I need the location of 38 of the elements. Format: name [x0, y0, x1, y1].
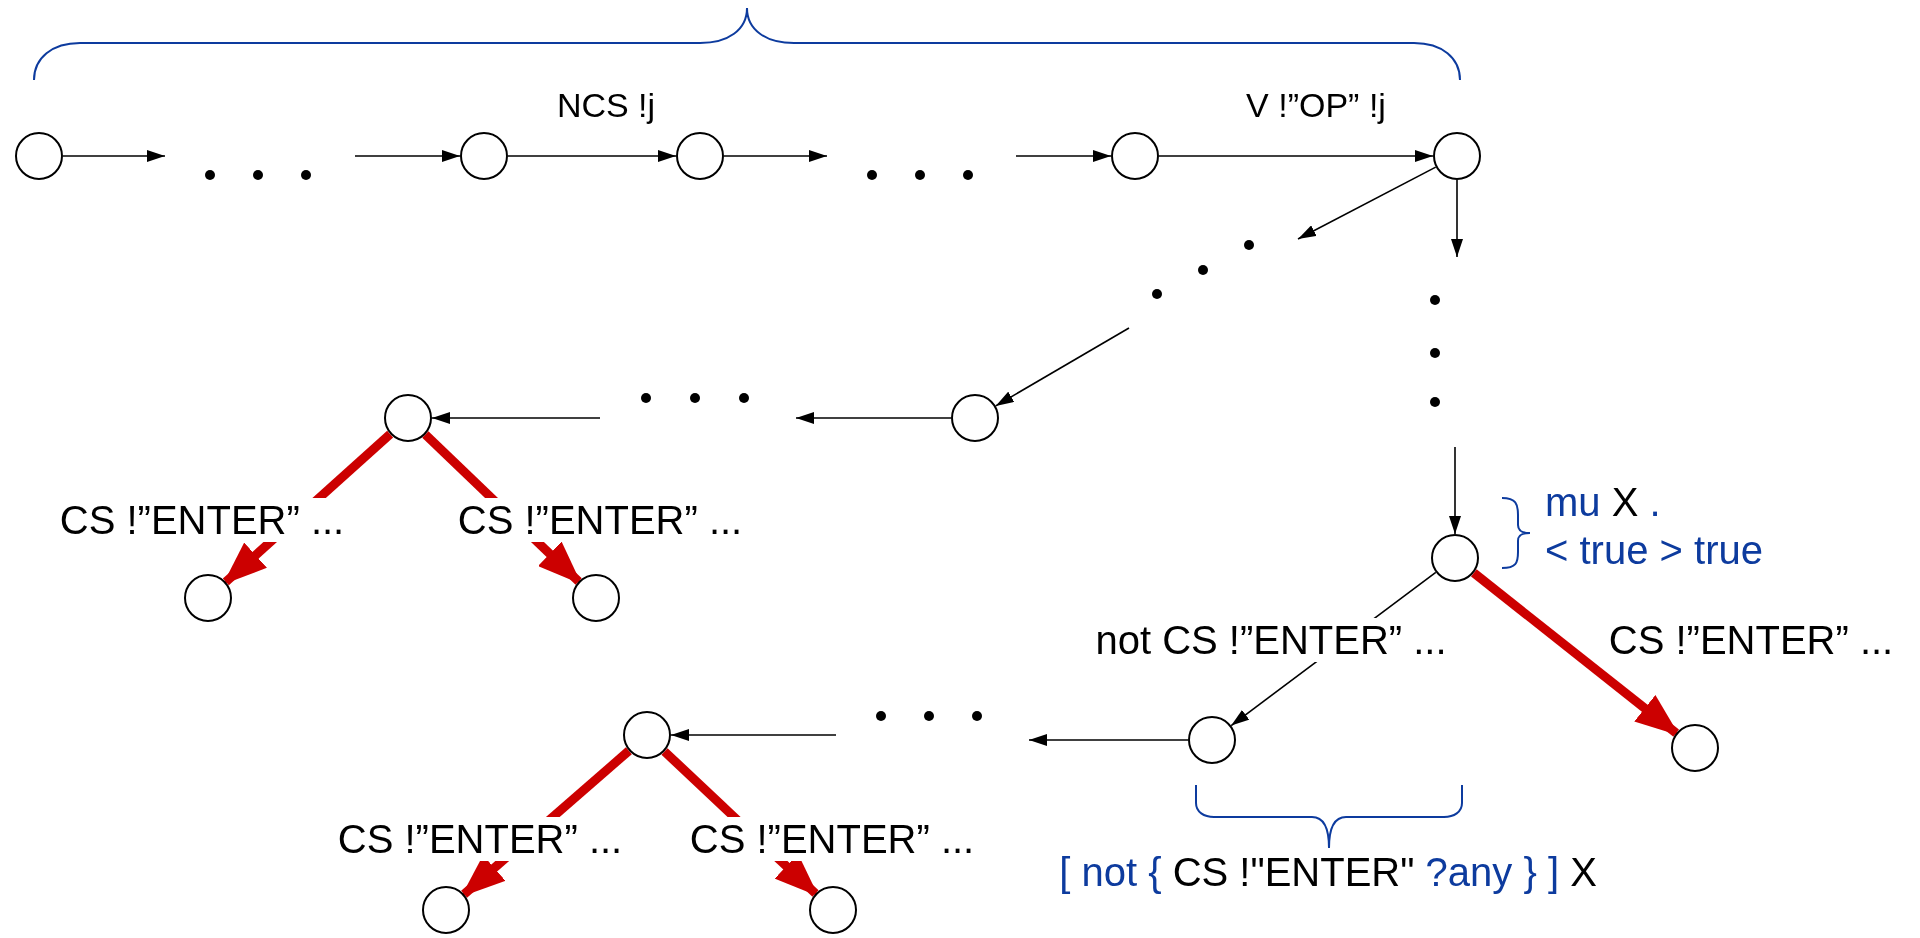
state-circle: [1111, 132, 1159, 180]
state-circle: [623, 711, 671, 759]
ellipsis-dots: [640, 392, 750, 404]
state-circle: [384, 394, 432, 442]
arrow: [1015, 150, 1112, 162]
state-circle: [809, 886, 857, 934]
formula-text: [ not { CS !"ENTER" ?any } ] X: [1059, 849, 1597, 896]
state-circle: [460, 132, 508, 180]
state-circle: [1671, 724, 1719, 772]
state-circle: [676, 132, 724, 180]
state-circle: [951, 394, 999, 442]
state-circle: [184, 574, 232, 622]
arrow: [1471, 569, 1680, 737]
ellipsis-dots: [1151, 239, 1255, 300]
formula-text: mu X . < true > true: [1545, 479, 1763, 574]
arrow: [1158, 150, 1434, 162]
state-circle: [1433, 132, 1481, 180]
ellipsis-dots: [1429, 294, 1441, 408]
arrow: [1449, 446, 1461, 535]
state-circle: [1431, 534, 1479, 582]
arrow: [1451, 179, 1463, 258]
arrow: [431, 412, 601, 424]
state-circle: [422, 886, 470, 934]
arrow: [62, 150, 166, 162]
arrow: [723, 150, 828, 162]
arrow: [1028, 734, 1189, 746]
arrow: [1297, 166, 1437, 240]
arrow: [507, 150, 677, 162]
arrow: [795, 412, 952, 424]
ellipsis-dots: [204, 169, 312, 181]
arrow: [670, 729, 837, 741]
state-circle: [572, 574, 620, 622]
arrow: [354, 150, 461, 162]
ellipsis-dots: [875, 710, 983, 722]
arrow: [994, 327, 1130, 407]
state-circle: [15, 132, 63, 180]
ellipsis-dots: [866, 169, 974, 181]
state-circle: [1188, 716, 1236, 764]
